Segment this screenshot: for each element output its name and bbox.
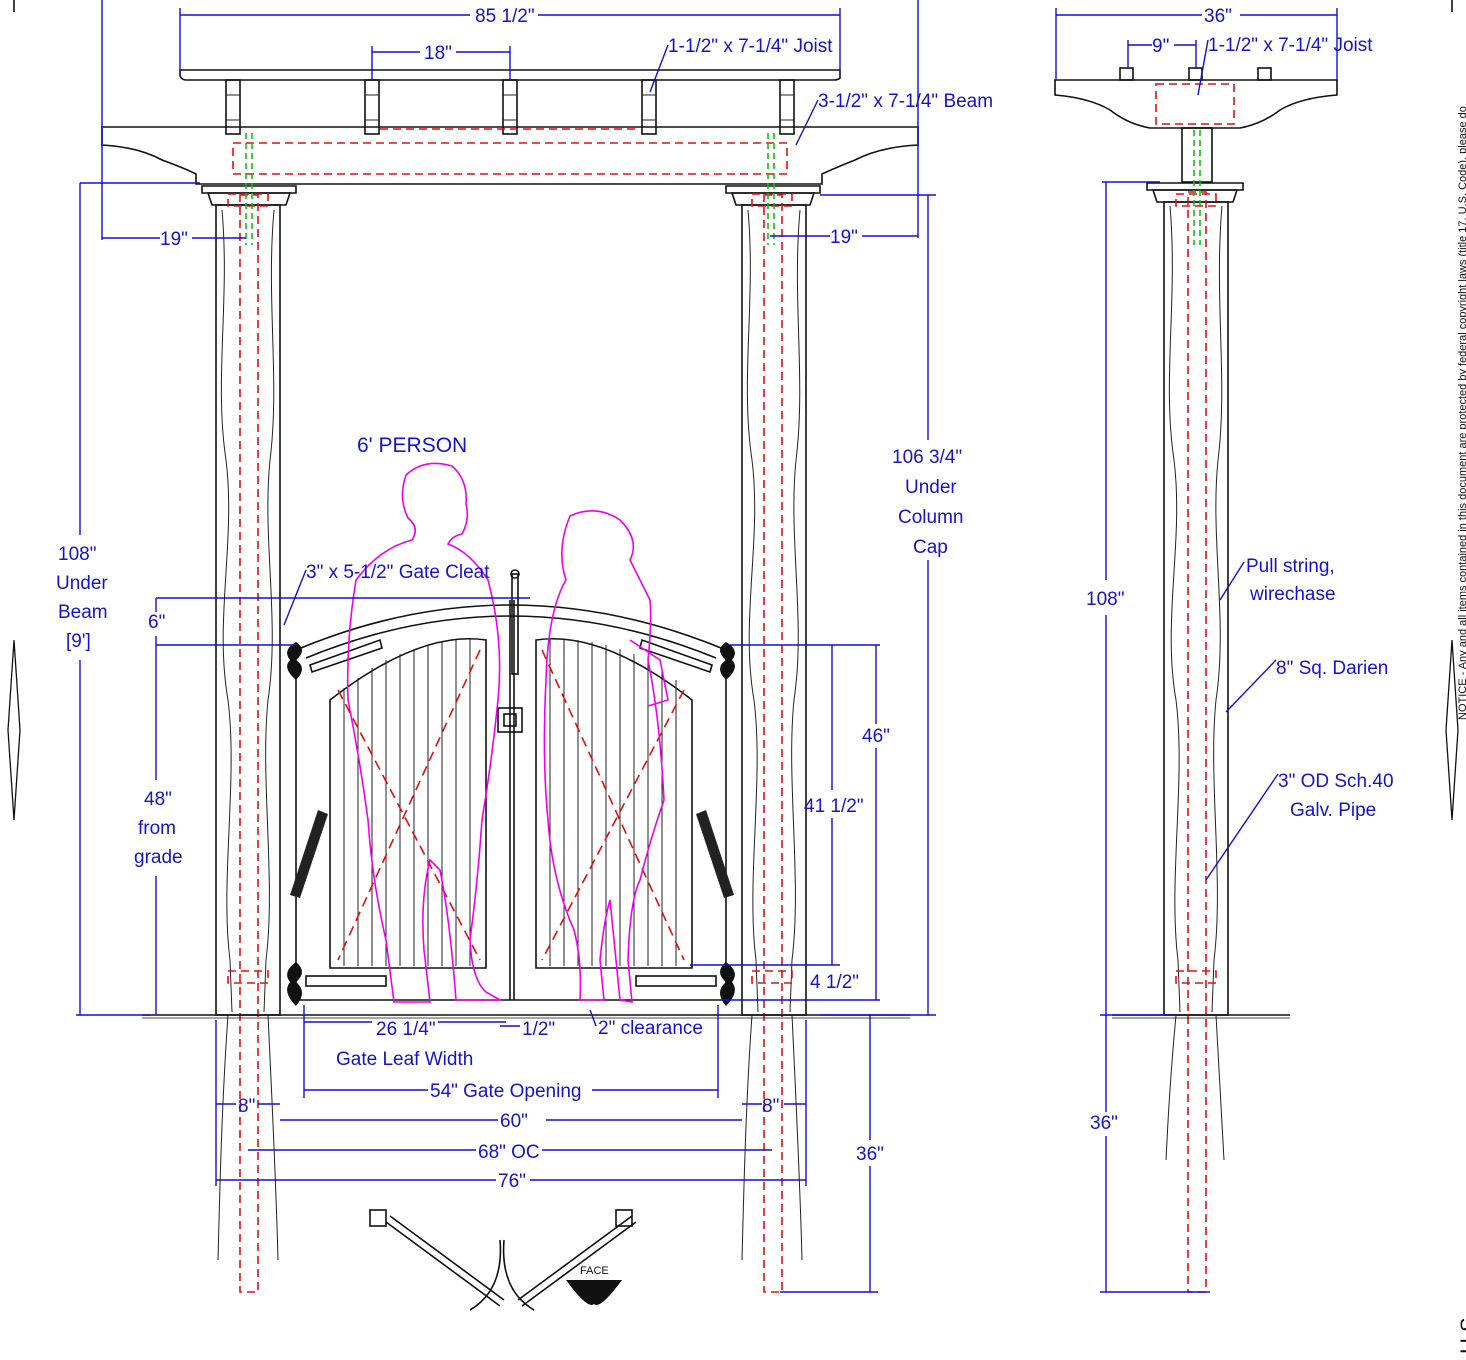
from-grade-line3: grade <box>134 847 183 868</box>
column-cap-line3: Column <box>898 507 963 528</box>
beam-callout: 3-1/2" x 7-1/4" Beam <box>818 91 993 112</box>
dimensions-front-top: 85 1/2" 18" 1-1/2" x 7-1/4" Joist 3-1/2"… <box>101 0 993 250</box>
leaf-width-caption: Gate Leaf Width <box>336 1049 473 1070</box>
gate-swing-plan: FACE <box>369 1209 637 1311</box>
left-edge-marker <box>7 0 21 821</box>
copyright-notice: NOTICE - Any and all items contained in … <box>1457 106 1466 720</box>
front-top-rail <box>101 69 919 185</box>
overall-width-label: 85 1/2" <box>475 6 535 27</box>
pipe-callout-line1: 3" OD Sch.40 <box>1278 771 1394 792</box>
cleat-offset-label: 6" <box>148 612 165 633</box>
hinge-left-top <box>287 642 302 680</box>
post-width-right: 8" <box>762 1096 779 1117</box>
under-beam-line1: 108" <box>58 544 96 565</box>
us-mark: U.S <box>1456 1317 1466 1354</box>
right-edge-marker <box>1445 0 1459 821</box>
column-cap-line2: Under <box>905 477 957 498</box>
on-center-label: 68" OC <box>478 1142 540 1163</box>
under-beam-line4: [9'] <box>66 631 91 652</box>
overhang-left-label: 19" <box>160 229 188 250</box>
gate-height-46-label: 46" <box>862 726 890 747</box>
column-cap-line4: Cap <box>913 537 948 558</box>
gate-height-41-label: 41 1/2" <box>804 796 864 817</box>
joist-callout: 1-1/2" x 7-1/4" Joist <box>668 36 833 57</box>
dimensions-front-heights: 108" Under Beam [9'] 106 3/4" Under Colu… <box>56 182 963 1016</box>
bottom-gap-label: 4 1/2" <box>810 972 859 993</box>
left-leaf-pickets <box>343 639 471 966</box>
hinge-left-bottom <box>287 962 302 1006</box>
person-woman-outline <box>543 510 669 1003</box>
gate-cleat-callout: 3" x 5-1/2" Gate Cleat <box>306 562 490 583</box>
person-label: 6' PERSON <box>357 434 467 457</box>
overhang-right-label: 19" <box>830 227 858 248</box>
beam-hidden-outline <box>232 142 788 175</box>
front-beam <box>101 126 919 185</box>
gate-opening-label: 54" Gate Opening <box>430 1081 581 1102</box>
inside-posts-label: 60" <box>500 1111 528 1132</box>
under-beam-line3: Beam <box>58 602 108 623</box>
pipe-callout-line2: Galv. Pipe <box>1290 800 1376 821</box>
joist-spacing-label: 18" <box>424 43 452 64</box>
leaf-width-label: 26 1/4" <box>376 1019 436 1040</box>
from-grade-line2: from <box>138 818 176 839</box>
dimensions-side: 36" 9" 1-1/2" x 7-1/4" Joist 108" 36" Pu… <box>1055 6 1394 1293</box>
from-grade-line1: 48" <box>144 789 172 810</box>
side-elevation <box>1054 67 1338 1293</box>
front-embed-depth: 36" <box>856 1144 884 1165</box>
face-label: FACE <box>580 1265 609 1277</box>
column-cap-line1: 106 3/4" <box>892 447 962 468</box>
pull-string-line1: Pull string, <box>1246 556 1335 577</box>
outside-posts-label: 76" <box>498 1171 526 1192</box>
gate-assembly <box>287 569 735 1006</box>
side-width-label: 36" <box>1204 6 1232 27</box>
center-gap-label: 1/2" <box>522 1019 555 1040</box>
post-width-left: 8" <box>238 1096 255 1117</box>
side-embed-depth: 36" <box>1090 1113 1118 1134</box>
column-callout: 8" Sq. Darien <box>1276 658 1388 679</box>
hinge-right-bottom <box>720 962 735 1006</box>
under-beam-line2: Under <box>56 573 108 594</box>
clearance-label: 2" clearance <box>598 1018 703 1039</box>
joist-ends <box>225 79 795 135</box>
dimensions-front-widths: 26 1/4" Gate Leaf Width 1/2" 2" clearanc… <box>215 1005 884 1293</box>
side-height-label: 108" <box>1086 589 1124 610</box>
right-leaf-pickets <box>549 639 677 966</box>
side-joist-spacing: 9" <box>1152 36 1169 57</box>
hinge-right-top <box>720 642 735 680</box>
side-joist-callout: 1-1/2" x 7-1/4" Joist <box>1208 35 1373 56</box>
pull-string-line2: wirechase <box>1249 584 1336 605</box>
person-man-outline <box>346 462 504 1003</box>
